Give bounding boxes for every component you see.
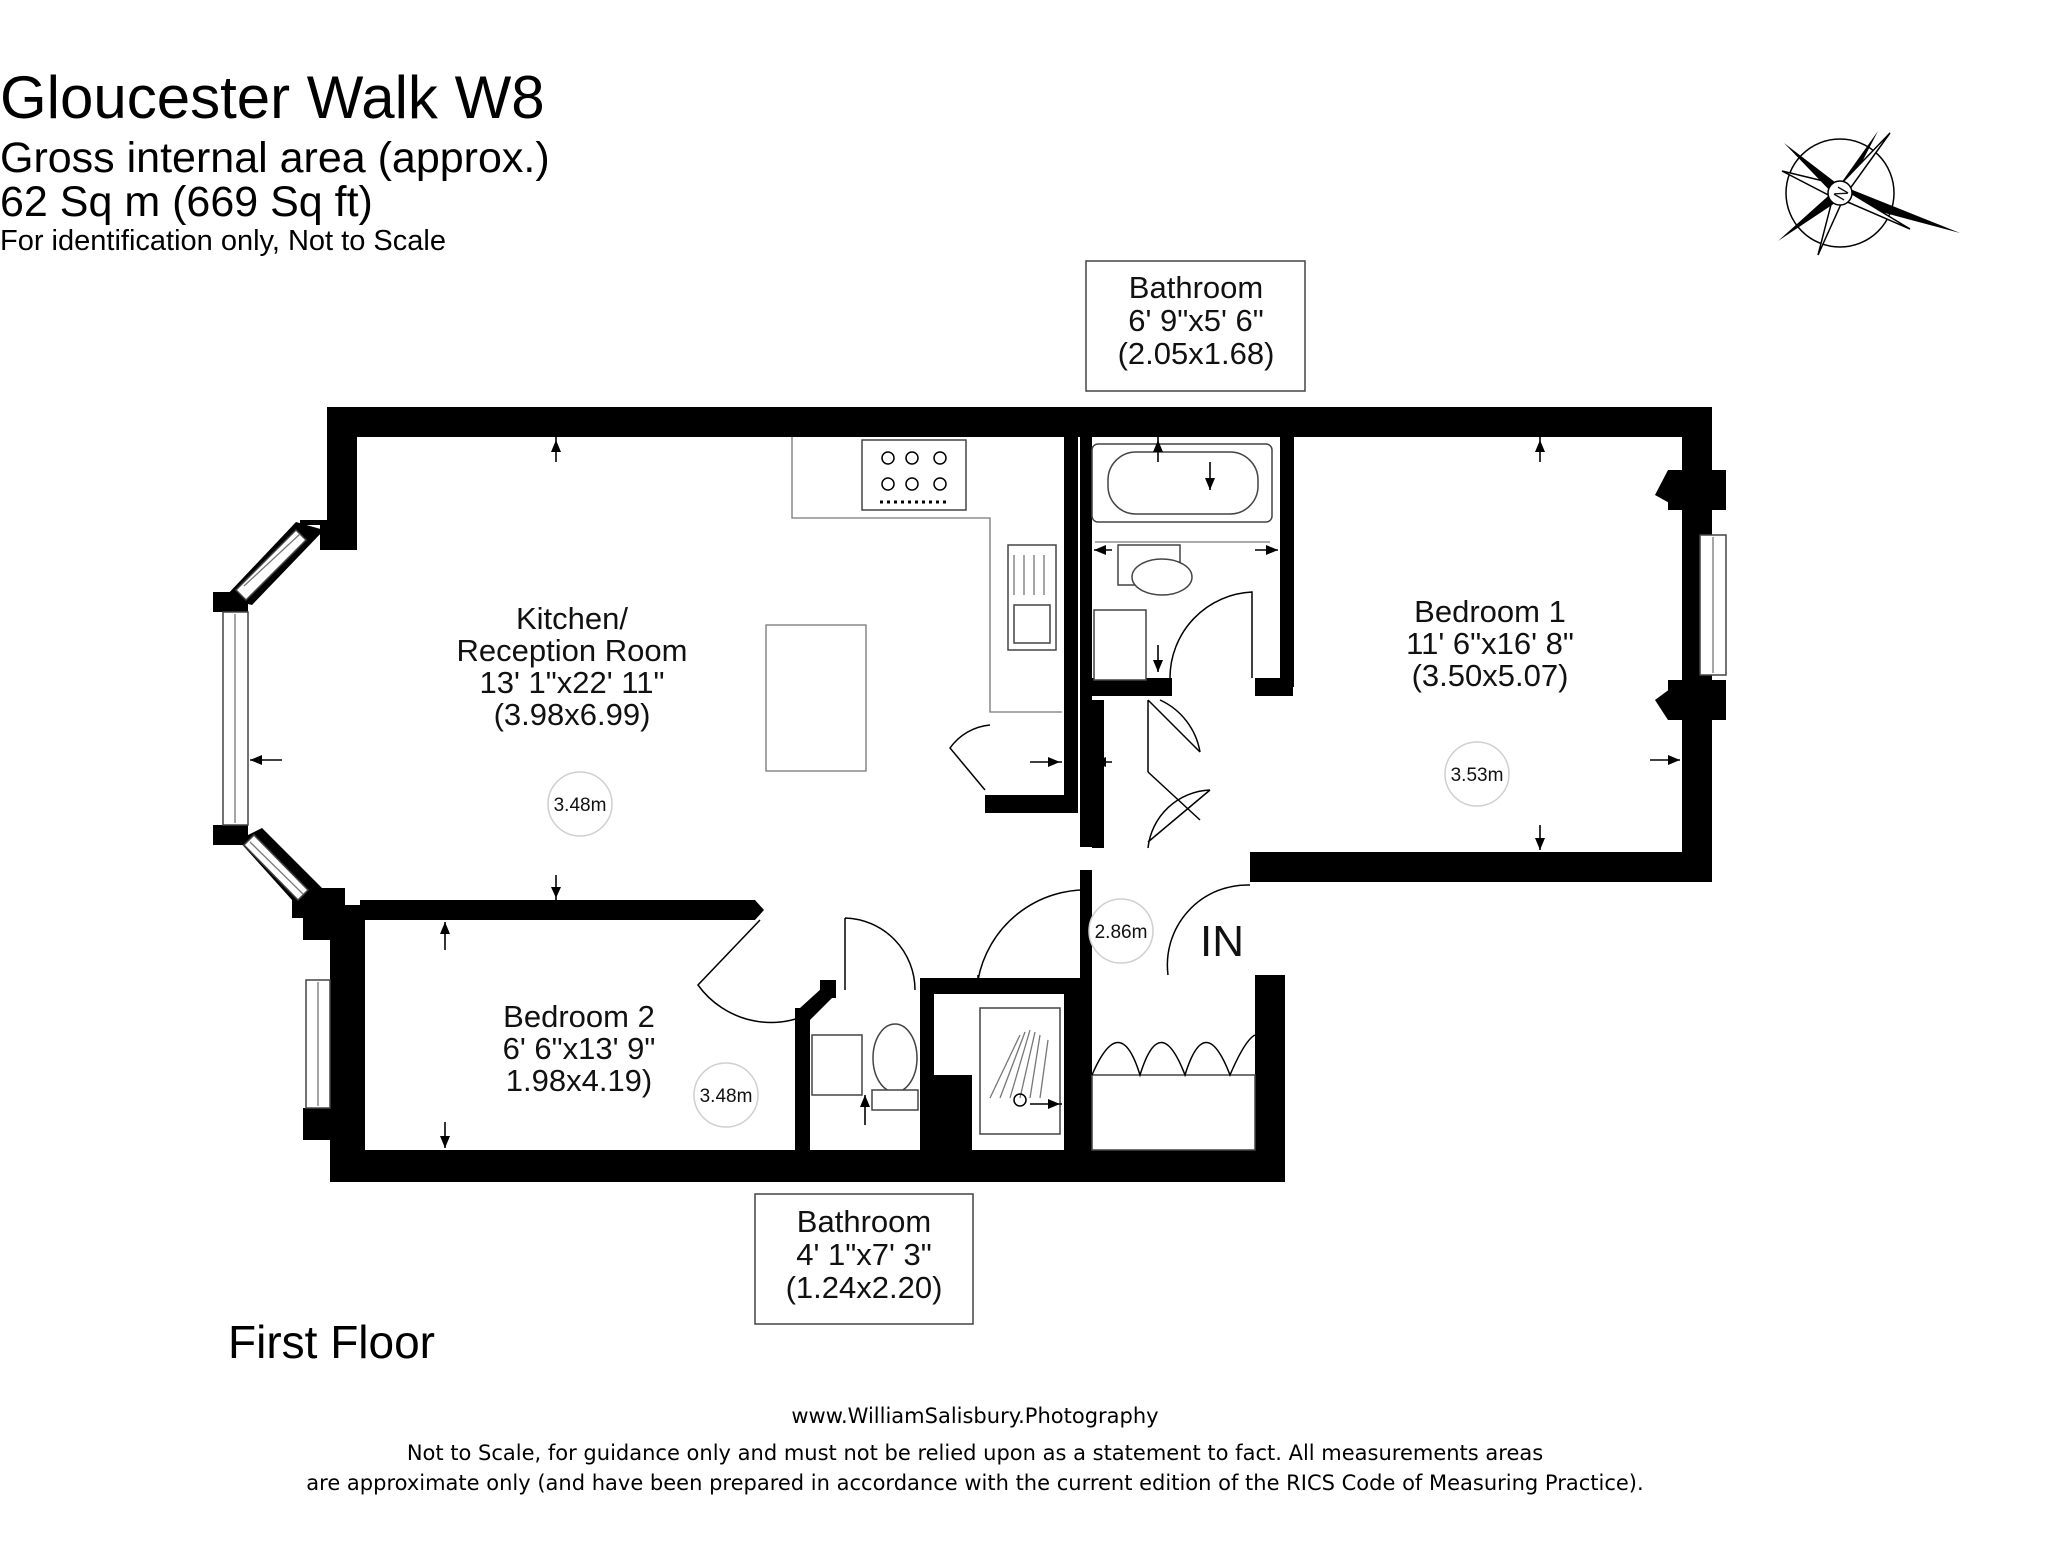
bathroom-bottom-imperial: 4' 1"x7' 3" bbox=[796, 1237, 932, 1272]
bedroom1-metric: (3.50x5.07) bbox=[1412, 658, 1569, 693]
gross-area-label: Gross internal area (approx.) bbox=[0, 134, 550, 182]
entrance-label: IN bbox=[1200, 917, 1244, 966]
bedroom2-imperial: 6' 6"x13' 9" bbox=[503, 1031, 656, 1066]
bathroom-bottom-fixtures bbox=[697, 917, 919, 1111]
bathroom-top-metric: (2.05x1.68) bbox=[1118, 336, 1275, 371]
toilet-icon bbox=[1131, 558, 1193, 596]
website-url: www.WilliamSalisbury.Photography bbox=[791, 1404, 1158, 1428]
bedroom1-height: 3.53m bbox=[1451, 765, 1504, 786]
toilet-icon-2 bbox=[872, 1023, 918, 1093]
plan-title: Gloucester Walk W8 bbox=[0, 64, 545, 131]
floor-label: First Floor bbox=[228, 1316, 435, 1368]
kitchen-height-marker bbox=[547, 771, 613, 837]
bath-icon bbox=[1107, 451, 1259, 515]
bedroom2-label: Bedroom 2 6' 6"x13' 9" 1.98x4.19) bbox=[503, 999, 656, 1098]
kitchen-label: Kitchen/ Reception Room 13' 1"x22' 11" (… bbox=[457, 601, 688, 732]
kitchen-height: 3.48m bbox=[554, 795, 607, 816]
hall-fixtures bbox=[977, 699, 1256, 1151]
disclaimer-line-2: are approximate only (and have been prep… bbox=[306, 1471, 1643, 1495]
windows bbox=[222, 528, 1727, 1109]
bathroom-top-imperial: 6' 9"x5' 6" bbox=[1128, 303, 1264, 338]
kitchen-name-1: Kitchen/ bbox=[516, 601, 628, 636]
hall-height-marker bbox=[1088, 898, 1154, 964]
hob-icon bbox=[861, 439, 967, 511]
identification-note: For identification only, Not to Scale bbox=[0, 225, 446, 257]
kitchen-metric: (3.98x6.99) bbox=[494, 697, 651, 732]
bedroom1-label: Bedroom 1 11' 6"x16' 8" (3.50x5.07) bbox=[1406, 594, 1574, 693]
shower-icon bbox=[979, 1007, 1061, 1135]
hall-height: 2.86m bbox=[1095, 922, 1148, 943]
compass-icon: N bbox=[1778, 131, 1960, 256]
bedroom1-height-marker bbox=[1444, 741, 1510, 807]
kitchen-imperial: 13' 1"x22' 11" bbox=[480, 665, 665, 700]
dimension-arrows bbox=[250, 437, 1680, 1148]
kitchen-fixtures bbox=[765, 437, 1062, 791]
basin-icon bbox=[1093, 609, 1147, 681]
bathroom-top-fixtures bbox=[1091, 443, 1273, 681]
bathroom-bottom-name: Bathroom bbox=[797, 1204, 931, 1239]
disclaimer-line-1: Not to Scale, for guidance only and must… bbox=[407, 1441, 1543, 1465]
bathroom-top-name: Bathroom bbox=[1129, 270, 1263, 305]
bathroom-top-callout: Bathroom 6' 9"x5' 6" (2.05x1.68) bbox=[1085, 260, 1306, 392]
bedroom2-metric: 1.98x4.19) bbox=[506, 1063, 653, 1098]
bedroom1-imperial: 11' 6"x16' 8" bbox=[1406, 626, 1574, 661]
bedroom2-height-marker bbox=[693, 1062, 759, 1128]
bathroom-bottom-callout: Bathroom 4' 1"x7' 3" (1.24x2.20) bbox=[754, 1193, 974, 1325]
bedroom2-height: 3.48m bbox=[700, 1086, 753, 1107]
basin-icon-2 bbox=[811, 1034, 863, 1096]
kitchen-island bbox=[765, 624, 867, 772]
bedroom2-name: Bedroom 2 bbox=[503, 999, 655, 1034]
bathroom-bottom-metric: (1.24x2.20) bbox=[786, 1270, 943, 1305]
gross-area-value: 62 Sq m (669 Sq ft) bbox=[0, 178, 373, 226]
bedroom1-name: Bedroom 1 bbox=[1414, 594, 1566, 629]
kitchen-name-2: Reception Room bbox=[457, 633, 688, 668]
